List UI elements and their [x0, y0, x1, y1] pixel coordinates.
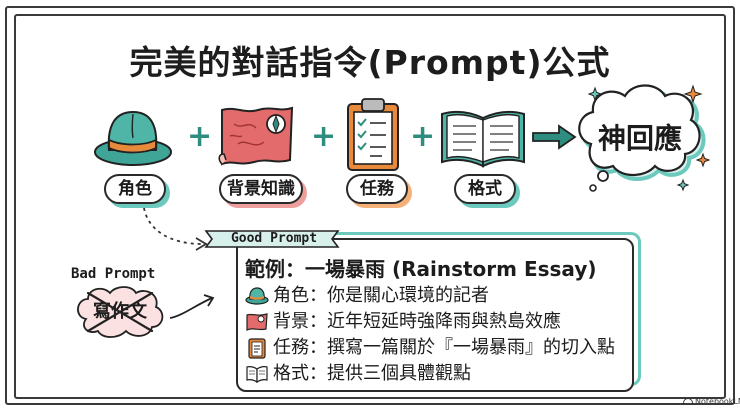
good-prompt-box: [236, 238, 634, 392]
bad-prompt-label: Bad Prompt: [71, 266, 156, 282]
clipboard-icon: [248, 338, 266, 359]
hat-icon: [94, 110, 172, 166]
plus-sign-1: +: [187, 119, 213, 154]
brand-text: NotebookLM: [695, 397, 740, 406]
good-prompt-banner-text: Good Prompt: [230, 231, 318, 246]
label-format: 格式: [454, 174, 516, 204]
hat-icon: [245, 287, 269, 305]
map-icon: [246, 313, 268, 331]
example-title: 範例：一場暴雨 (Rainstorm Essay): [245, 257, 597, 281]
right-arrow-icon: [532, 124, 577, 150]
book-icon: [246, 366, 268, 384]
thought-cloud-icon: [578, 84, 711, 192]
page-title: 完美的對話指令(Prompt)公式: [129, 43, 611, 82]
good-prompt-banner: [204, 230, 340, 248]
bad-to-good-arrow: [169, 294, 215, 319]
plus-sign-3: +: [410, 119, 436, 154]
label-role: 角色: [104, 174, 166, 204]
book-icon: [441, 110, 525, 168]
result-label: 神回應: [597, 122, 682, 155]
example-row-text: 角色：你是關心環境的記者: [273, 285, 489, 306]
plus-sign-2: +: [311, 119, 337, 154]
notebooklm-logo-icon: [683, 398, 693, 405]
label-background: 背景知識: [219, 174, 303, 204]
map-icon: [218, 106, 294, 166]
example-row-text: 格式：提供三個具體觀點: [273, 363, 471, 384]
example-row-text: 背景：近年短延時強降雨與熱島效應: [273, 311, 561, 332]
outer-frame: [5, 6, 735, 405]
label-task: 任務: [346, 174, 408, 204]
cross-out-mark: [86, 291, 154, 333]
example-row-text: 任務：撰寫一篇關於『一場暴雨』的切入點: [273, 337, 615, 358]
brand-logo: NotebookLM: [683, 397, 740, 406]
dotted-arrow: [143, 207, 208, 251]
inner-frame: [14, 14, 726, 399]
clipboard-icon: [347, 98, 399, 171]
